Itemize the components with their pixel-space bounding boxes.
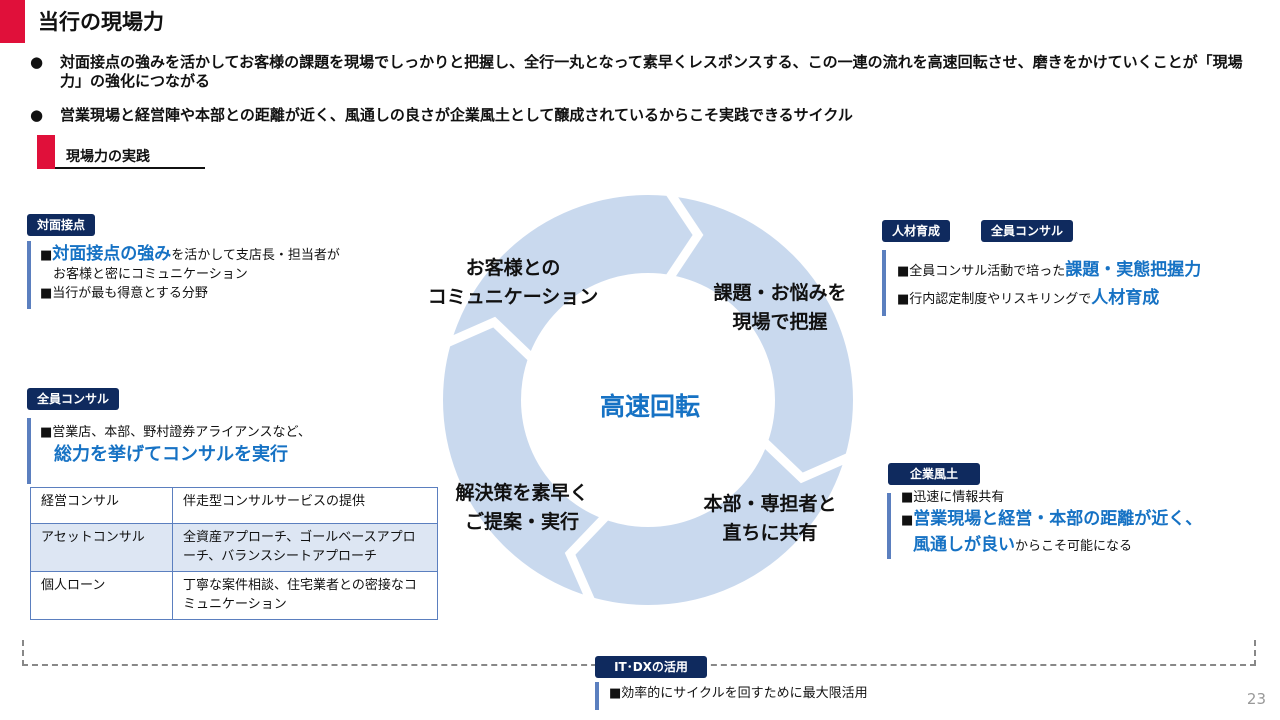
cycle-step-2: 課題・お悩みを現場で把握 [690,279,870,337]
tag-face-to-face: 対面接点 [27,214,96,236]
arrow-gap [564,511,611,606]
table-cell: アセットコンサル [30,523,173,572]
mark: ■ [901,513,914,528]
text: お客様との [465,257,561,279]
cycle-step-4: 解決策を素早くご提案・実行 [432,479,612,537]
text: 解決策を素早く [455,482,589,504]
text: ■行内認定制度やリスキリングで [897,292,1092,307]
ring [443,195,853,605]
cycle-center: 高速回転 [599,392,700,421]
arrow-gap [664,190,704,283]
title-accent [0,0,25,43]
section-title: 現場力の実践 [66,149,150,165]
arrow-gap [442,316,537,363]
consult-table: 経営コンサル伴走型コンサルサービスの提供 アセットコンサル全資産アプローチ、ゴー… [30,487,438,620]
bullet-dot: ● [30,53,44,71]
text: からこそ可能になる [1015,539,1133,554]
text: ■全員コンサル活動で培った [897,264,1066,279]
page-number: 23 [1246,690,1266,708]
text: ■当行が最も得意とする分野 [40,286,208,301]
table-cell: 全資産アプローチ、ゴールベースアプローチ、バランスシートアプローチ [172,523,438,572]
accent-bar [27,241,31,309]
accent-bar [595,682,599,710]
tag-all-consult: 全員コンサル [981,220,1074,242]
table-cell: 経営コンサル [30,487,173,524]
highlight: 営業現場と経営・本部の距離が近く、 [913,509,1203,529]
table-cell: 丁寧な案件相談、住宅業者との密接なコミュニケーション [172,571,438,620]
highlight: 人材育成 [1091,288,1160,308]
cycle-ring [442,190,854,606]
accent-bar [882,250,886,316]
bullet-dot: ● [30,106,44,124]
page-title: 当行の現場力 [38,10,164,34]
table-row: アセットコンサル全資産アプローチ、ゴールベースアプローチ、バランスシートアプロー… [30,523,438,572]
text: 本部・専担者と [703,493,837,515]
text: ご提案・実行 [464,511,579,533]
highlight: 風通しが良い [913,535,1015,555]
table-cell: 個人ローン [30,571,173,620]
bullet-text: 対面接点の強みを活かしてお客様の課題を現場でしっかりと把握し、全行一丸となって素… [60,53,1243,90]
text: ■営業店、本部、野村證券アライアンスなど、 [40,425,311,440]
section-underline [55,167,205,169]
bullet-text: 営業現場と経営陣や本部との距離が近く、風通しの良さが企業風土として醸成されている… [60,106,853,124]
hr-text: ■全員コンサル活動で培った課題・実態把握力 ■行内認定制度やリスキリングで人材育… [897,257,1267,313]
text: お客様と密にコミュニケーション [53,267,248,282]
highlight: 対面接点の強み [52,244,172,264]
text: 直ちに共有 [722,522,818,544]
culture-text: ■迅速に情報共有 ■営業現場と経営・本部の距離が近く、 風通しが良いからこそ可能… [901,488,1271,559]
arrow-gap [759,437,854,484]
accent-bar [887,493,891,559]
highlight: 総力を挙げてコンサルを実行 [54,444,288,465]
mark: ■ [40,248,53,263]
table-row: 経営コンサル伴走型コンサルサービスの提供 [30,487,438,524]
tag-all-consult: 全員コンサル [27,388,120,410]
cycle-step-3: 本部・専担者と直ちに共有 [680,490,860,548]
tag-it-dx: IT･DXの活用 [595,656,707,678]
face-to-face-text: ■対面接点の強みを活かして支店長・担当者が お客様と密にコミュニケーション ■当… [40,245,400,303]
text: 現場で把握 [732,311,828,333]
highlight: 課題・実態把握力 [1065,260,1202,280]
cycle-step-1: お客様とのコミュニケーション [418,254,608,312]
section-accent [37,135,55,169]
it-dx-text: ■効率的にサイクルを回すために最大限活用 [609,686,868,701]
table-row: 個人ローン丁寧な案件相談、住宅業者との密接なコミュニケーション [30,571,438,620]
text: を活かして支店長・担当者が [171,248,340,263]
accent-bar [27,418,31,484]
text: ■迅速に情報共有 [901,490,1005,505]
table-cell: 伴走型コンサルサービスの提供 [172,487,438,524]
tag-culture: 企業風土 [888,463,980,485]
all-consult-text: ■営業店、本部、野村證券アライアンスなど、 総力を挙げてコンサルを実行 [40,423,420,468]
tag-hr-development: 人材育成 [882,220,951,242]
text: 課題・お悩みを [713,282,847,304]
text: コミュニケーション [427,286,599,308]
